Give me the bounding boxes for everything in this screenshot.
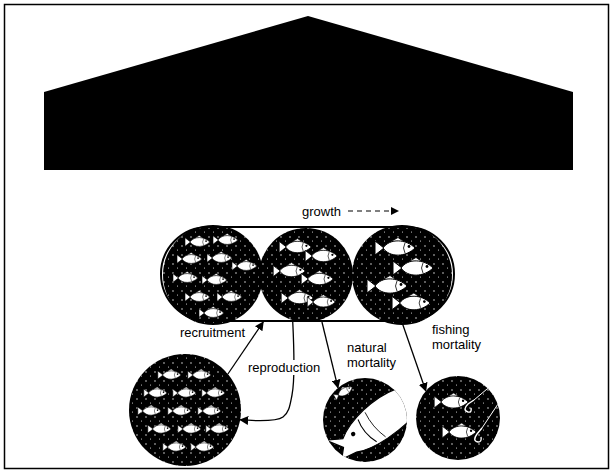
node-label: recruitment [180, 325, 245, 340]
fish [185, 290, 210, 301]
fish [191, 441, 214, 451]
fishing-line [474, 378, 500, 400]
frame [5, 5, 609, 469]
fish [202, 387, 225, 397]
fish [207, 251, 232, 262]
fish [217, 290, 242, 301]
stock-small-fish [163, 225, 263, 325]
recruit-circle: recruitment [129, 354, 241, 466]
fish [178, 423, 201, 433]
fish [434, 393, 468, 408]
flow-arrow [402, 322, 426, 391]
fish [198, 405, 221, 415]
predator-fish [326, 383, 418, 471]
fish [173, 387, 196, 397]
predator-circle: natural mortality [323, 378, 407, 462]
fish [163, 441, 186, 451]
node-label: natural mortality [347, 340, 409, 370]
fish [392, 293, 430, 310]
recruit-fish [129, 354, 241, 466]
growth-arrowhead [391, 207, 399, 215]
fish [442, 423, 476, 438]
fish [332, 383, 354, 401]
fish [307, 295, 335, 307]
fish [148, 423, 171, 433]
roof-shape [44, 16, 573, 170]
stock-large-fish [352, 225, 452, 325]
fish [173, 271, 198, 282]
hook-circle: fishing mortality [416, 376, 500, 460]
node-label: fishing mortality [432, 322, 494, 352]
stock-circle [352, 225, 452, 325]
fish [232, 259, 257, 270]
stock-outline: growth [160, 226, 455, 322]
fish [206, 423, 229, 433]
fish [158, 369, 181, 379]
hooked-fish [434, 378, 504, 442]
fish [367, 276, 407, 294]
hook-circle [416, 376, 500, 460]
recruit-circle [129, 354, 241, 466]
fish [202, 273, 227, 284]
fish [305, 248, 337, 262]
flow-arrow [322, 322, 338, 388]
growth-arrow [348, 210, 392, 211]
fishing-line [482, 395, 504, 428]
fish [273, 263, 305, 277]
stock-circle [259, 228, 353, 322]
fish [393, 258, 433, 276]
fish [144, 387, 167, 397]
hook-picture [416, 376, 504, 460]
hook-symbol [465, 400, 474, 412]
fish [301, 271, 333, 285]
stock-medium-fish [259, 228, 353, 322]
edge-label: reproduction [246, 360, 322, 375]
fish [138, 405, 161, 415]
fish [213, 233, 238, 244]
hook-symbol [475, 428, 482, 442]
fish [185, 235, 210, 246]
predator-picture [323, 378, 418, 470]
stock-circle [163, 225, 263, 325]
fish [188, 369, 211, 379]
fish [177, 252, 202, 263]
fish [279, 239, 311, 253]
fish [199, 306, 224, 317]
node-label: growth [302, 204, 341, 219]
fish [375, 238, 415, 256]
fish [168, 405, 191, 415]
